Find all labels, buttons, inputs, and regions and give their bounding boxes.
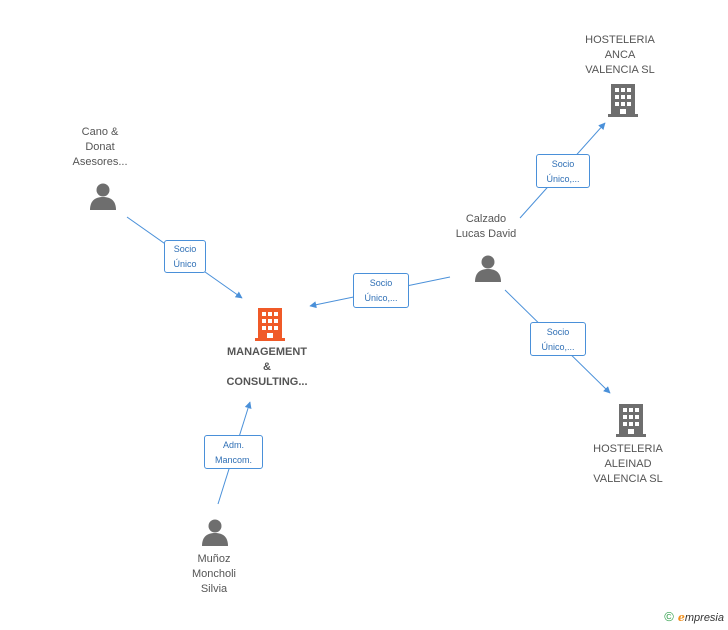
edge-label-calzado-anca[interactable]: Socio Único,... [536,154,590,188]
building-icon[interactable] [254,306,286,342]
copyright-icon: © [664,609,674,624]
edge-label-calzado-main[interactable]: Socio Único,... [353,273,409,308]
brand-letter: e [677,611,685,624]
edge-label-calzado-aleinad[interactable]: Socio Único,... [530,322,586,356]
building-icon[interactable] [615,402,647,438]
edge-label-munoz-main[interactable]: Adm. Mancom. [204,435,263,469]
node-label-munoz[interactable]: Muñoz Moncholi Silvia [191,553,237,595]
person-icon[interactable] [200,518,230,546]
building-icon[interactable] [607,82,639,118]
node-label-calzado[interactable]: Calzado Lucas David [455,213,517,240]
brand-name: mpresia [684,612,724,624]
node-label-anca[interactable]: HOSTELERIA ANCA VALENCIA SL [585,34,655,76]
node-label-main[interactable]: MANAGEMENT & CONSULTING... [226,346,308,388]
node-label-cano[interactable]: Cano & Donat Asesores... [72,126,128,168]
node-label-aleinad[interactable]: HOSTELERIA ALEINAD VALENCIA SL [593,443,663,485]
brand-logo: ©empresia [664,609,724,624]
person-icon[interactable] [88,182,118,210]
edge-label-cano-main[interactable]: Socio Único [164,240,206,273]
person-icon[interactable] [473,254,503,282]
